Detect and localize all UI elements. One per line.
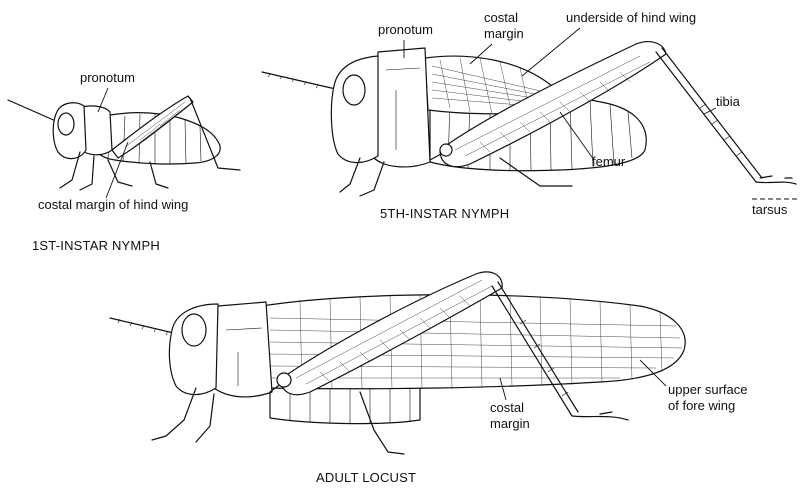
nymph5-underside-hind-wing-label: underside of hind wing [566,10,696,25]
nymph5-tibia-label: tibia [716,94,741,109]
adult-upper-surface-label-line1: upper surface [668,382,748,397]
adult-hind-tarsus [572,412,628,420]
nymph5-femur-label: femur [592,154,626,169]
adult-locust [110,272,685,454]
nymph5-underside-leader [522,28,580,76]
nymph5-head [331,56,378,163]
adult-caption: ADULT LOCUST [316,470,416,485]
nymph1-antenna [8,100,58,122]
adult-pronotum [214,302,272,397]
nymph5-costal-label-line1: costal [484,10,518,25]
nymph1-costal-margin-label: costal margin of hind wing [38,197,188,212]
adult-costal-label-line2: margin [490,416,530,431]
nymph5-antenna [262,72,340,90]
nymph1-caption: 1ST-INSTAR NYMPH [32,238,160,253]
nymph1-eye [58,113,74,135]
adult-eye [182,314,206,346]
nymph5-tarsus [756,176,796,184]
nymph5-tarsus-label: tarsus [752,202,788,217]
adult-upper-surface-label-line2: of fore wing [668,398,735,413]
nymph5-hind-tibia [656,48,762,182]
first-instar-nymph [8,96,240,190]
nymph5-caption: 5TH-INSTAR NYMPH [380,206,509,221]
nymph1-pronotum-label: pronotum [80,70,135,85]
nymph5-costal-label-line2: margin [484,26,524,41]
fifth-instar-nymph [262,42,796,196]
nymph5-tibia-leader [704,108,716,114]
adult-costal-label-line1: costal [490,400,524,415]
nymph5-pronotum [374,48,430,167]
nymph5-pronotum-label: pronotum [378,22,433,37]
nymph5-eye [343,75,365,105]
